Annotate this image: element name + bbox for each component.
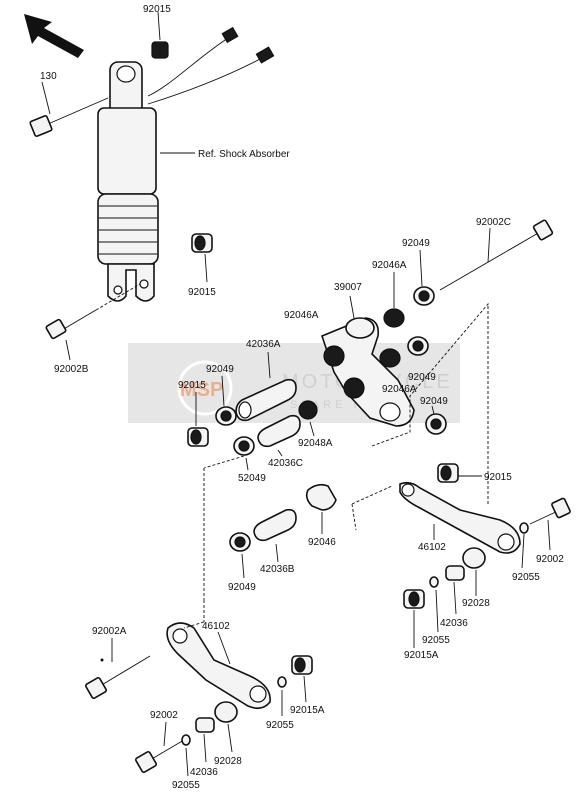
label-92002-right: 92002 (536, 554, 564, 565)
bolt-130 (29, 97, 109, 137)
label-46102-right: 46102 (418, 542, 446, 553)
washer-92049-right (407, 336, 429, 356)
label-42036-left: 42036 (190, 767, 218, 778)
sleeve-42036b (253, 508, 297, 542)
sleeve-42036c (257, 414, 301, 448)
label-92015-mid: 92015 (188, 287, 216, 298)
label-92049-b: 92049 (206, 364, 234, 375)
label-39007: 39007 (334, 282, 362, 293)
shock-absorber (97, 26, 275, 302)
label-92055-left2: 92055 (172, 780, 200, 791)
bushing-92048a (298, 400, 318, 420)
label-ref-shock-absorber: Ref. Shock Absorber (198, 149, 290, 160)
label-92046a-c: 92046A (382, 384, 417, 395)
label-42036c: 42036C (268, 458, 303, 469)
collar-92015-top (151, 41, 169, 59)
label-92002-left: 92002 (150, 710, 178, 721)
bushing-92046a-mid (379, 348, 401, 368)
label-92015-d: 92015 (484, 472, 512, 483)
watermark-logo-ring (177, 360, 233, 416)
bolt-92002b (45, 309, 97, 340)
label-92002b: 92002B (54, 364, 89, 375)
washer-92049-top (413, 286, 435, 306)
label-92049-a: 92049 (402, 238, 430, 249)
collar-92015a-right (403, 589, 425, 609)
bolt-92002c (439, 219, 554, 291)
label-92046a-a: 92046A (372, 260, 407, 271)
label-92046: 92046 (308, 537, 336, 548)
label-92028-right: 92028 (462, 598, 490, 609)
label-92055-right: 92055 (512, 572, 540, 583)
label-92049-d: 92049 (420, 396, 448, 407)
bushing-92046 (305, 483, 337, 511)
collar-92015-left (187, 427, 209, 447)
label-92046a-b: 92046A (284, 310, 319, 321)
bushing-92046a-top (383, 308, 405, 328)
label-42036-right: 42036 (440, 618, 468, 629)
bolt-92002-right (529, 497, 571, 525)
label-92002a: 92002A (92, 626, 127, 637)
label-92015a-right: 92015A (404, 650, 439, 661)
label-92049-c: 92049 (408, 372, 436, 383)
label-92055-left: 92055 (266, 720, 294, 731)
washer-92055-left2 (181, 734, 191, 746)
arm-46102-right (399, 481, 521, 554)
label-130: 130 (40, 71, 57, 82)
label-92002c: 92002C (476, 217, 511, 228)
bolt-92002-left (135, 739, 185, 773)
watermark-logo: MSP (180, 379, 223, 401)
bushing-92028-left (214, 701, 238, 723)
bushing-92028-right (462, 547, 486, 569)
label-46102-left: 46102 (202, 621, 230, 632)
washer-92049-right-lower (425, 413, 447, 435)
sleeve-42036-left (195, 717, 215, 733)
label-52049: 52049 (238, 473, 266, 484)
washer-92055-right (519, 522, 529, 534)
rocker-arm-39007 (321, 317, 415, 427)
label-92015-c: 92015 (178, 380, 206, 391)
front-direction-arrow-icon (24, 14, 84, 58)
washer-52049 (233, 436, 255, 456)
bolt-92002a (85, 655, 151, 699)
washer-92055-right2 (429, 576, 439, 588)
label-92028-left: 92028 (214, 756, 242, 767)
washer-92049-lower (229, 532, 251, 552)
label-42036a: 42036A (246, 339, 281, 350)
label-92048a: 92048A (298, 438, 333, 449)
sleeve-42036a (235, 378, 297, 422)
leader-130 (41, 81, 51, 115)
washer-92049-left (215, 406, 237, 426)
label-42036b: 42036B (260, 564, 295, 575)
label-92015-top: 92015 (143, 4, 171, 15)
washer-92055-left (277, 676, 287, 688)
sleeve-42036-right (445, 565, 465, 581)
collar-92015-mid (191, 233, 213, 253)
arm-46102-left (166, 622, 271, 710)
label-92049-e: 92049 (228, 582, 256, 593)
collar-92015a-left (291, 655, 313, 675)
collar-92015-right (437, 463, 459, 483)
part-labels: 92015 130 Ref. Shock Absorber 92015 9200… (40, 4, 564, 791)
label-92055-right2: 92055 (422, 635, 450, 646)
label-92015a-left: 92015A (290, 705, 325, 716)
